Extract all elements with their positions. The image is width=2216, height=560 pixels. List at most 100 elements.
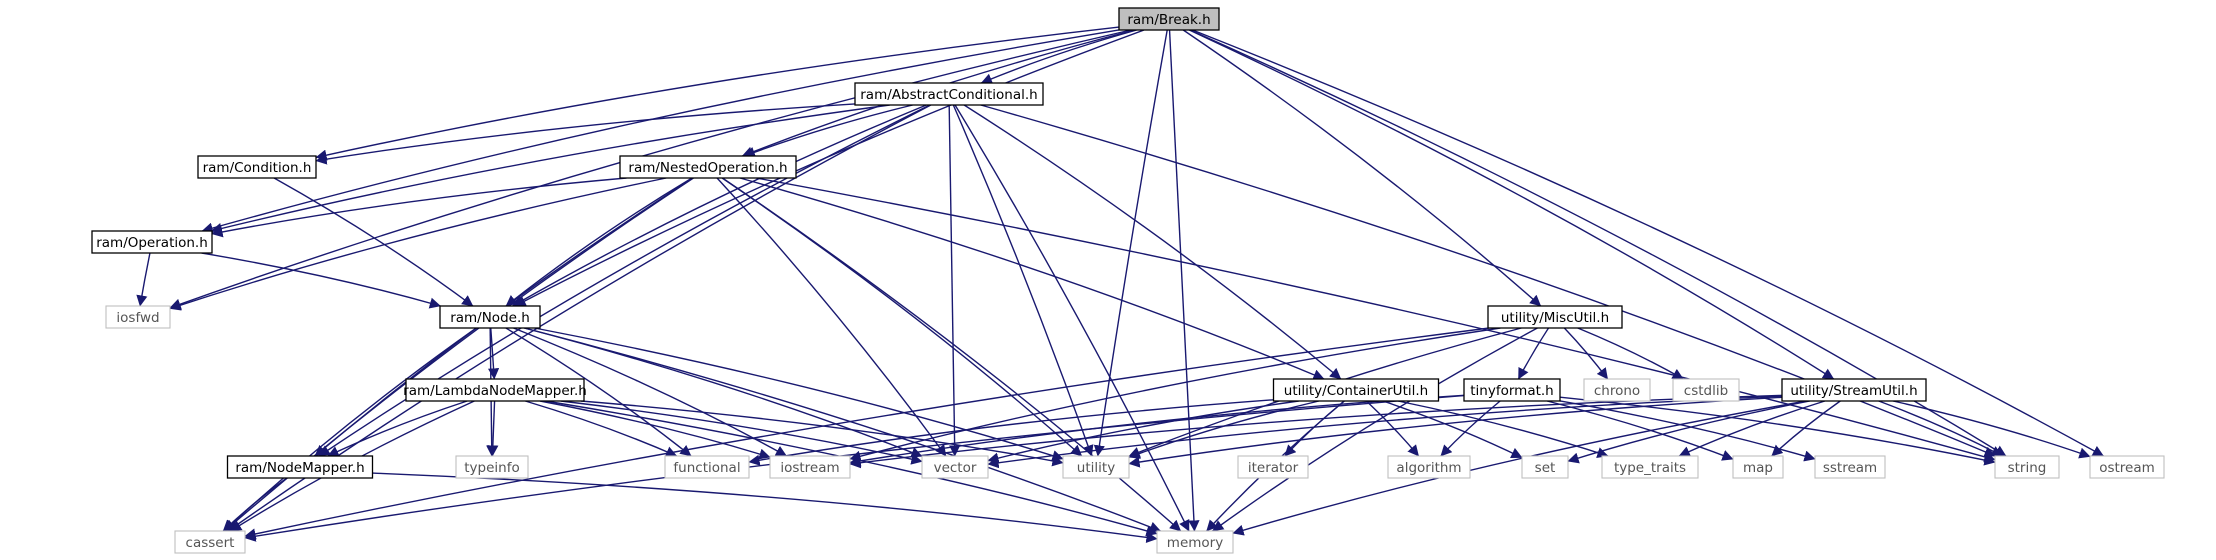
node-streamutil[interactable]: utility/StreamUtil.h [1781,378,1927,402]
node-break[interactable]: ram/Break.h [1118,7,1220,31]
edge-lambda-to-memory [545,400,1158,537]
node-label-iterator: iterator [1248,460,1299,476]
edge-nested-to-node [505,177,693,307]
node-box-typeinfo [455,455,529,479]
node-iosfwd: iosfwd [105,305,171,329]
node-box-abscond[interactable] [854,82,1044,106]
node-lambda[interactable]: ram/LambdaNodeMapper.h [403,378,587,402]
edge-tinyformat-to-sstream [1559,400,1816,462]
edge-nested-to-iosfwd [169,177,667,311]
node-label-string: string [2008,460,2047,476]
node-box-algorithm [1387,455,1471,479]
node-box-sstream [1814,455,1886,479]
edge-break-to-ostream [1192,29,2104,457]
edge-nested-to-vector [716,177,947,457]
node-functional: functional [664,455,750,479]
node-label-cassert: cassert [186,535,235,551]
node-condition[interactable]: ram/Condition.h [197,155,317,179]
edge-containerutil-to-vector [987,400,1299,464]
edge-abscond-to-node [512,104,927,307]
edge-break-to-node [514,29,1145,307]
node-label-utility: utility [1077,460,1115,476]
node-box-containerutil[interactable] [1272,378,1440,402]
node-node[interactable]: ram/Node.h [439,305,541,329]
node-box-iostream [769,455,851,479]
edge-node-to-utility [534,327,1064,462]
edge-node-to-memory [524,327,1162,533]
node-box-iterator [1237,455,1309,479]
edge-nested-to-containerutil [739,177,1325,381]
node-iostream: iostream [769,455,851,479]
node-box-break[interactable] [1118,7,1220,31]
node-label-abscond: ram/AbstractConditional.h [860,87,1037,103]
node-box-operation[interactable] [91,230,213,254]
node-box-streamutil[interactable] [1781,378,1927,402]
node-label-node: ram/Node.h [450,310,530,326]
node-label-functional: functional [673,460,740,476]
node-map: map [1732,455,1784,479]
node-box-lambda[interactable] [405,378,585,402]
node-box-miscutil[interactable] [1487,305,1623,329]
node-label-sstream: sstream [1823,460,1877,476]
node-label-nodemapper: ram/NodeMapper.h [235,460,364,476]
node-tinyformat[interactable]: tinyformat.h [1463,378,1561,402]
node-label-type-traits: type_traits [1614,460,1686,476]
node-box-map [1732,455,1784,479]
node-containerutil[interactable]: utility/ContainerUtil.h [1272,378,1440,402]
node-typeinfo: typeinfo [455,455,529,479]
node-box-nodemapper[interactable] [226,455,374,479]
node-label-cstdlib: cstdlib [1684,383,1728,399]
edge-nested-to-operation [211,177,627,238]
node-label-condition: ram/Condition.h [203,160,312,176]
edge-break-to-operation [201,29,1120,234]
edge-break-to-streamutil [1189,29,1835,380]
node-algorithm: algorithm [1387,455,1471,479]
node-miscutil[interactable]: utility/MiscUtil.h [1487,305,1623,329]
edge-miscutil-to-iostream [849,327,1501,462]
node-box-memory [1156,530,1234,554]
node-box-type-traits [1601,455,1699,479]
node-chrono: chrono [1583,378,1651,402]
node-box-nested[interactable] [619,155,797,179]
node-nested[interactable]: ram/NestedOperation.h [619,155,797,179]
node-abscond[interactable]: ram/AbstractConditional.h [854,82,1044,106]
edge-abscond-to-string [980,104,1996,458]
edge-lambda-to-functional [525,400,678,457]
node-string: string [1994,455,2060,479]
node-box-chrono [1583,378,1651,402]
node-box-node[interactable] [439,305,541,329]
node-box-string [1994,455,2060,479]
node-layer: ram/Break.h ram/AbstractConditional.h ram/… [91,7,2165,554]
edge-lambda-to-utility [580,400,1064,467]
node-label-algorithm: algorithm [1396,460,1461,476]
edge-lambda-to-iostream [539,400,771,460]
node-box-condition[interactable] [197,155,317,179]
edge-containerutil-to-algorithm [1365,400,1420,457]
node-label-set: set [1535,460,1556,476]
edge-nodemapper-to-cassert [222,477,288,532]
node-box-iosfwd [105,305,171,329]
node-label-iosfwd: iosfwd [116,310,159,326]
node-operation[interactable]: ram/Operation.h [91,230,213,254]
edge-streamutil-to-ostream [1892,400,2091,459]
node-label-break: ram/Break.h [1127,12,1210,28]
edge-break-to-condition [315,26,1120,161]
edge-break-to-memory [1168,29,1200,532]
edge-streamutil-to-utility [1128,396,1783,468]
node-label-lambda: ram/LambdaNodeMapper.h [403,383,587,399]
edge-streamutil-to-string [1878,400,2003,457]
edge-miscutil-to-chrono [1563,327,1609,380]
node-ostream: ostream [2089,455,2165,479]
edge-streamutil-to-type_traits [1678,400,1826,457]
node-sstream: sstream [1814,455,1886,479]
edge-abscond-to-nested [743,104,913,158]
node-label-iostream: iostream [780,460,839,476]
edge-tinyformat-to-iostream [849,394,1465,467]
node-nodemapper[interactable]: ram/NodeMapper.h [226,455,374,479]
node-memory: memory [1156,530,1234,554]
edge-tinyformat-to-algorithm [1440,400,1501,457]
edge-lambda-to-typeinfo [487,400,499,457]
node-box-tinyformat[interactable] [1463,378,1561,402]
